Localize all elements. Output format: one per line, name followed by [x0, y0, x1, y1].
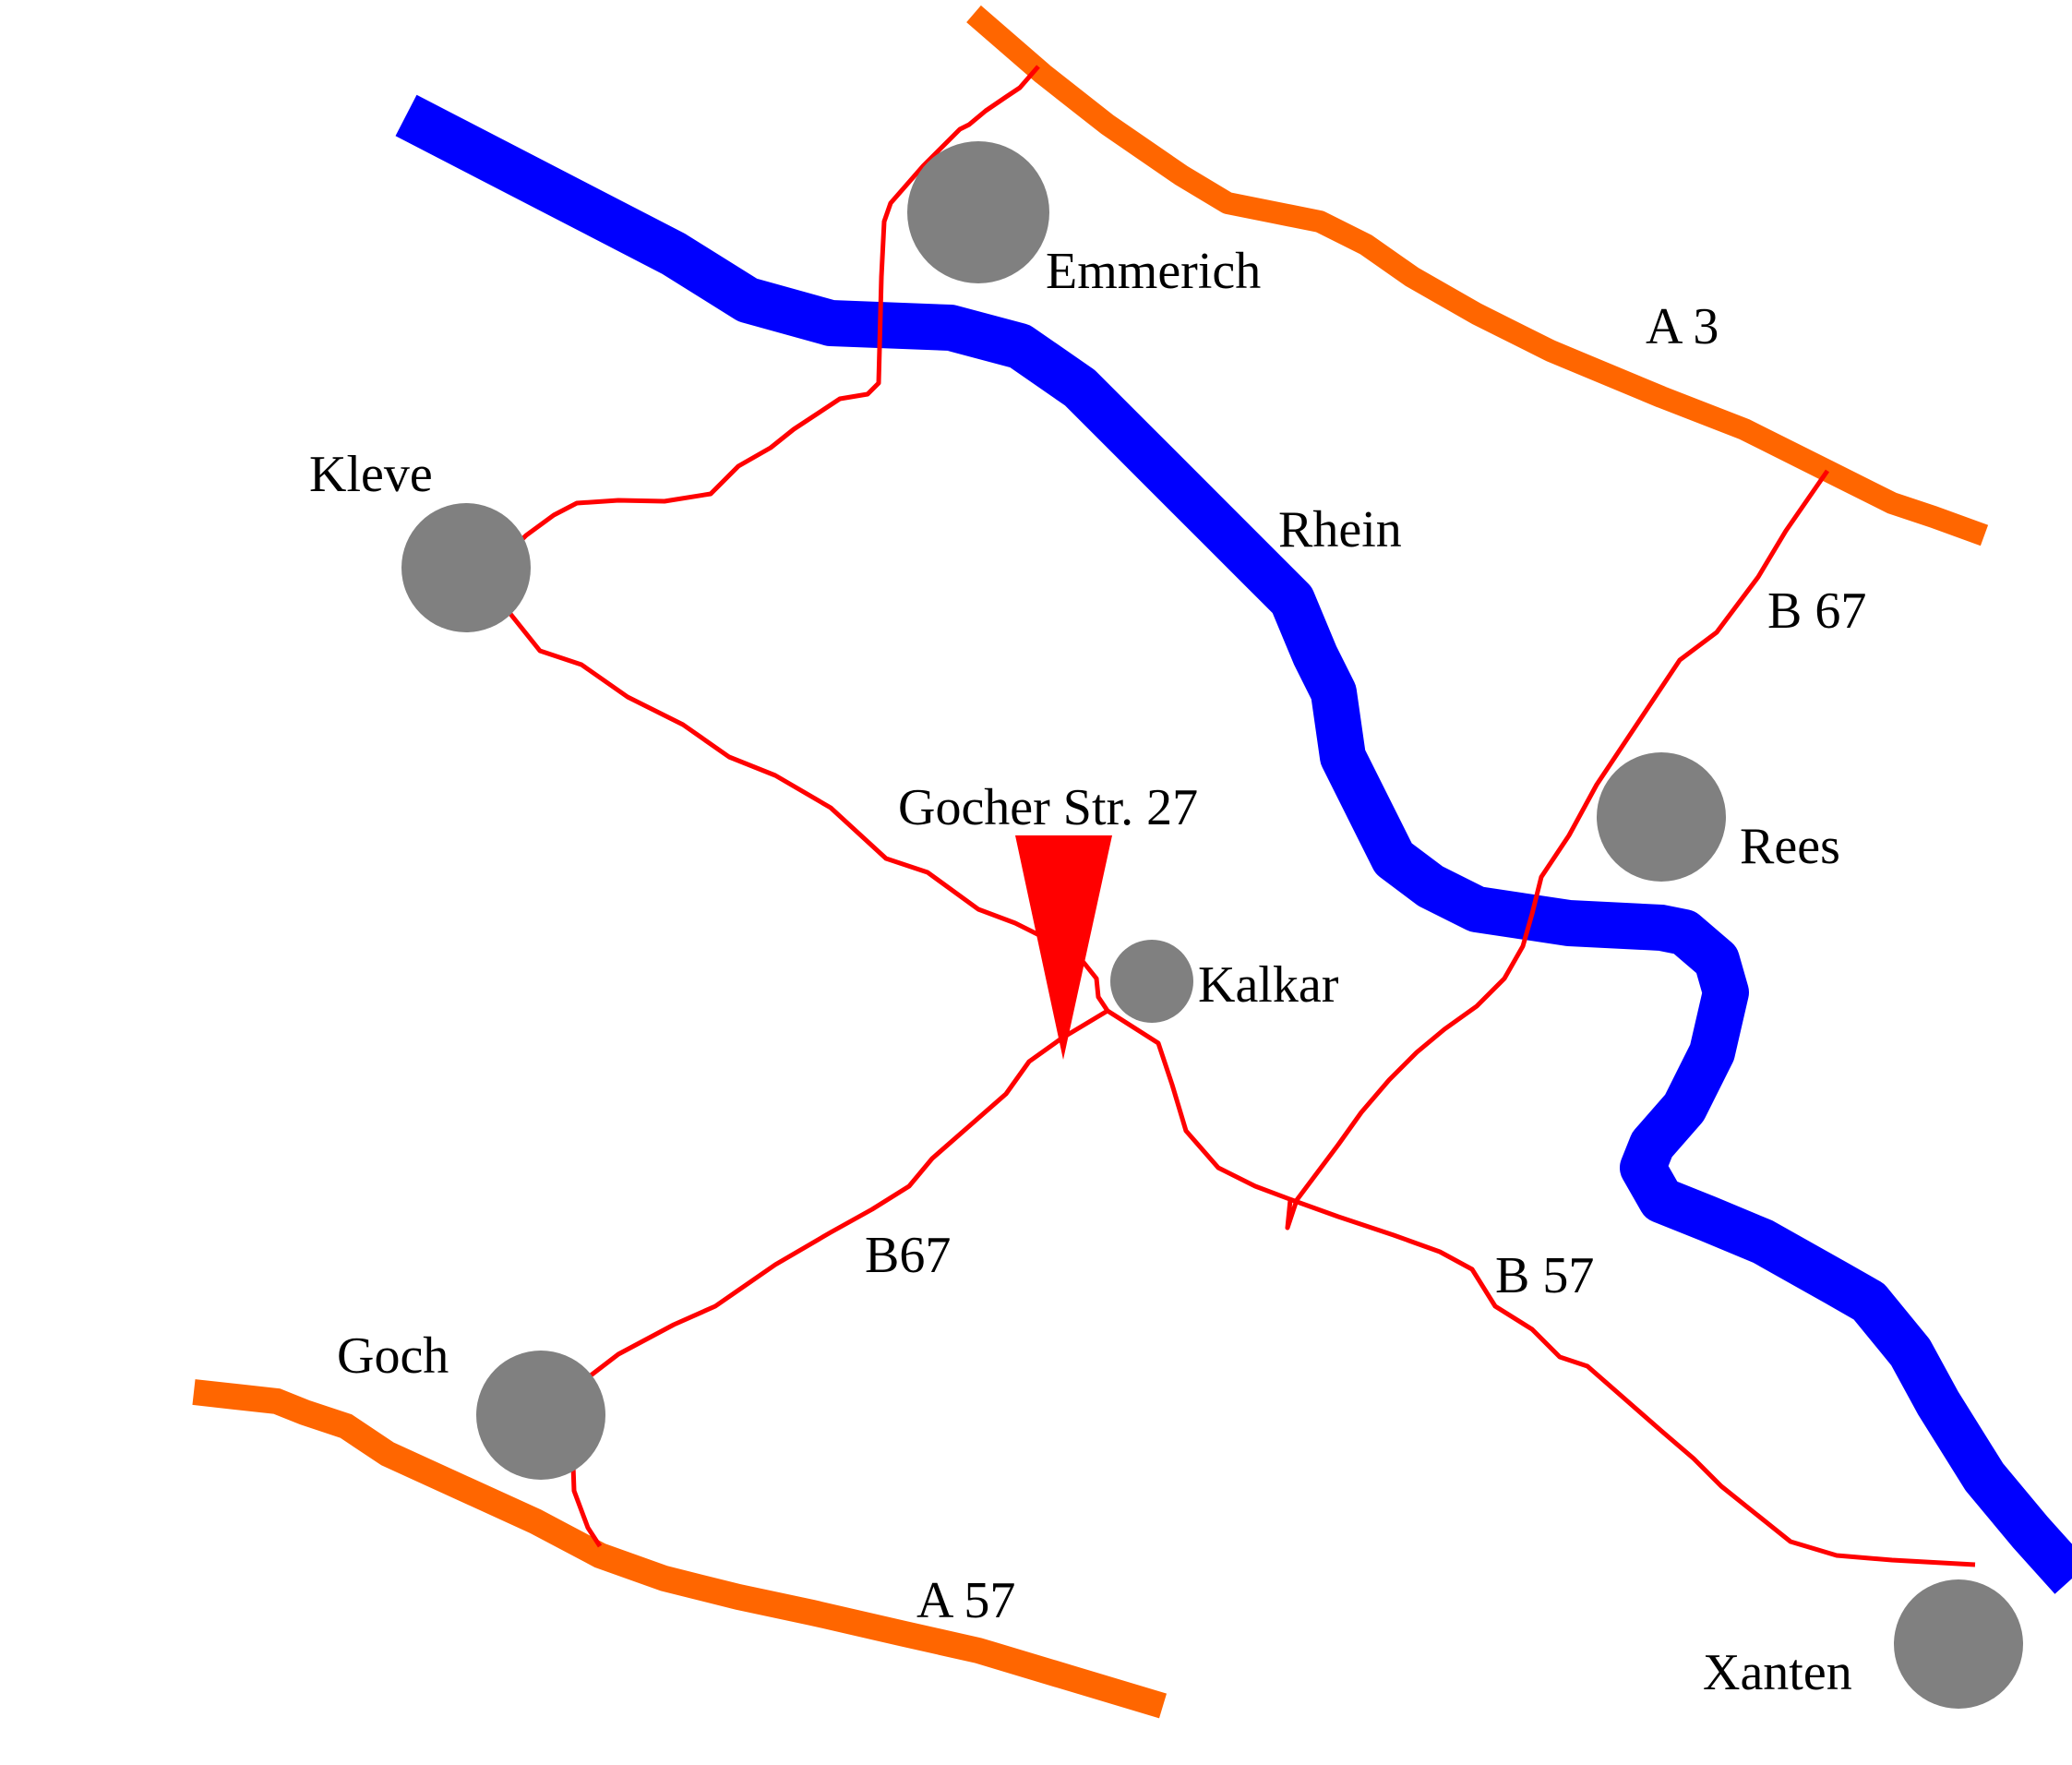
label-kalkar: Kalkar: [1198, 956, 1339, 1014]
road-b67-south: [565, 1008, 1109, 1548]
road-kleve-emmerich: [486, 65, 1110, 1013]
label-a3: A 3: [1646, 298, 1719, 355]
label-b57: B 57: [1495, 1247, 1594, 1304]
city-kleve-icon: [401, 503, 531, 632]
autobahn-a57: [192, 1379, 1168, 1719]
city-emmerich-icon: [907, 141, 1049, 283]
river-rhein: [395, 94, 2072, 1594]
label-goch: Goch: [337, 1327, 449, 1385]
label-destination: Gocher Str. 27: [898, 779, 1198, 836]
road-b57: [1106, 1008, 1976, 1567]
label-xanten: Xanten: [1703, 1644, 1852, 1701]
label-b67-north: B 67: [1767, 582, 1866, 640]
city-rees-icon: [1597, 752, 1726, 882]
city-goch-icon: [476, 1351, 605, 1480]
label-rees: Rees: [1740, 818, 1840, 875]
label-a57: A 57: [916, 1572, 1015, 1629]
autobahn-a3: [966, 5, 1989, 546]
label-emmerich: Emmerich: [1046, 243, 1261, 300]
city-xanten-icon: [1894, 1579, 2023, 1709]
label-rhein: Rhein: [1278, 501, 1402, 558]
label-kleve: Kleve: [309, 446, 433, 503]
location-marker-icon[interactable]: [1015, 835, 1112, 1060]
city-kalkar-icon: [1110, 940, 1193, 1023]
label-b67-south: B67: [865, 1227, 951, 1284]
road-b67-north: [1285, 469, 1830, 1231]
